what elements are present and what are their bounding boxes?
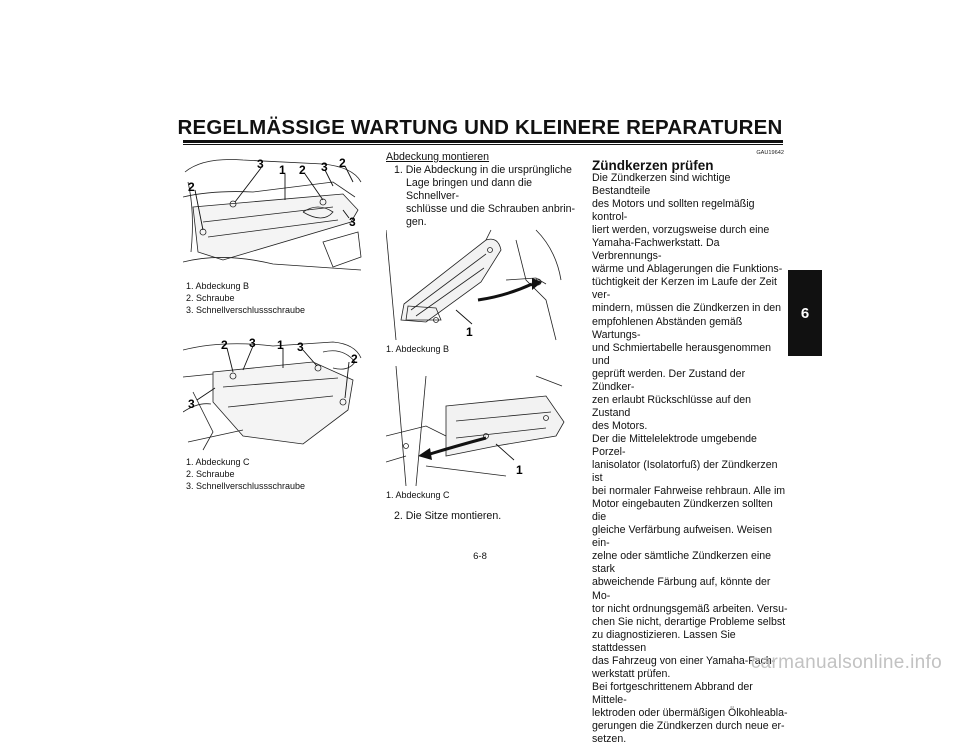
callout-label: 2	[188, 180, 195, 194]
callout-label: 3	[349, 215, 356, 229]
header-rule-thin	[183, 144, 783, 145]
section-code: GAU19642	[756, 150, 784, 156]
figure3-caption: 1. Abdeckung B	[386, 344, 450, 354]
figure2-caption: 1. Abdeckung C 2. Schraube 3. Schnellver…	[186, 457, 306, 492]
install-instructions: Abdeckung montieren 1. Die Abdeckung in …	[386, 151, 586, 229]
callout-label: 3	[188, 397, 195, 411]
callout-label: 3	[297, 340, 304, 354]
step-1: 1. Die Abdeckung in die ursprüngliche La…	[394, 164, 576, 229]
figure-cover-b-install: 1	[386, 229, 562, 341]
callout-label: 1	[279, 163, 286, 177]
figure-cover-b-removal: 3 1 2 3 2 2 3	[183, 156, 362, 271]
callout-label: 1	[466, 325, 473, 339]
spark-plug-text: Die Zündkerzen sind wichtige Bestandteil…	[592, 172, 788, 746]
callout-label: 1	[277, 338, 284, 352]
callout-label: 2	[299, 163, 306, 177]
page-title: REGELMÄSSIGE WARTUNG UND KLEINERE REPARA…	[177, 116, 783, 139]
section-title: Zündkerzen prüfen	[592, 158, 714, 173]
callout-label: 2	[339, 156, 346, 170]
figure-cover-c-install: 1	[386, 366, 565, 487]
callout-label: 3	[257, 157, 264, 171]
figure1-caption: 1. Abdeckung B 2. Schraube 3. Schnellver…	[186, 281, 306, 316]
step-2: 2. Die Sitze montieren.	[394, 510, 502, 522]
figure-cover-c-removal: 2 3 1 3 2 3	[183, 336, 362, 451]
figure4-caption: 1. Abdeckung C	[386, 490, 450, 500]
page-number: 6-8	[473, 551, 487, 562]
watermark: carmanualsonline.info	[750, 652, 942, 673]
chapter-tab[interactable]: 6	[788, 270, 822, 356]
callout-label: 1	[516, 463, 523, 477]
header-rule	[183, 140, 783, 143]
callout-label: 2	[351, 352, 358, 366]
section-heading: Abdeckung montieren	[386, 151, 490, 163]
callout-label: 3	[249, 336, 256, 350]
callout-label: 3	[321, 160, 328, 174]
callout-label: 2	[221, 338, 228, 352]
